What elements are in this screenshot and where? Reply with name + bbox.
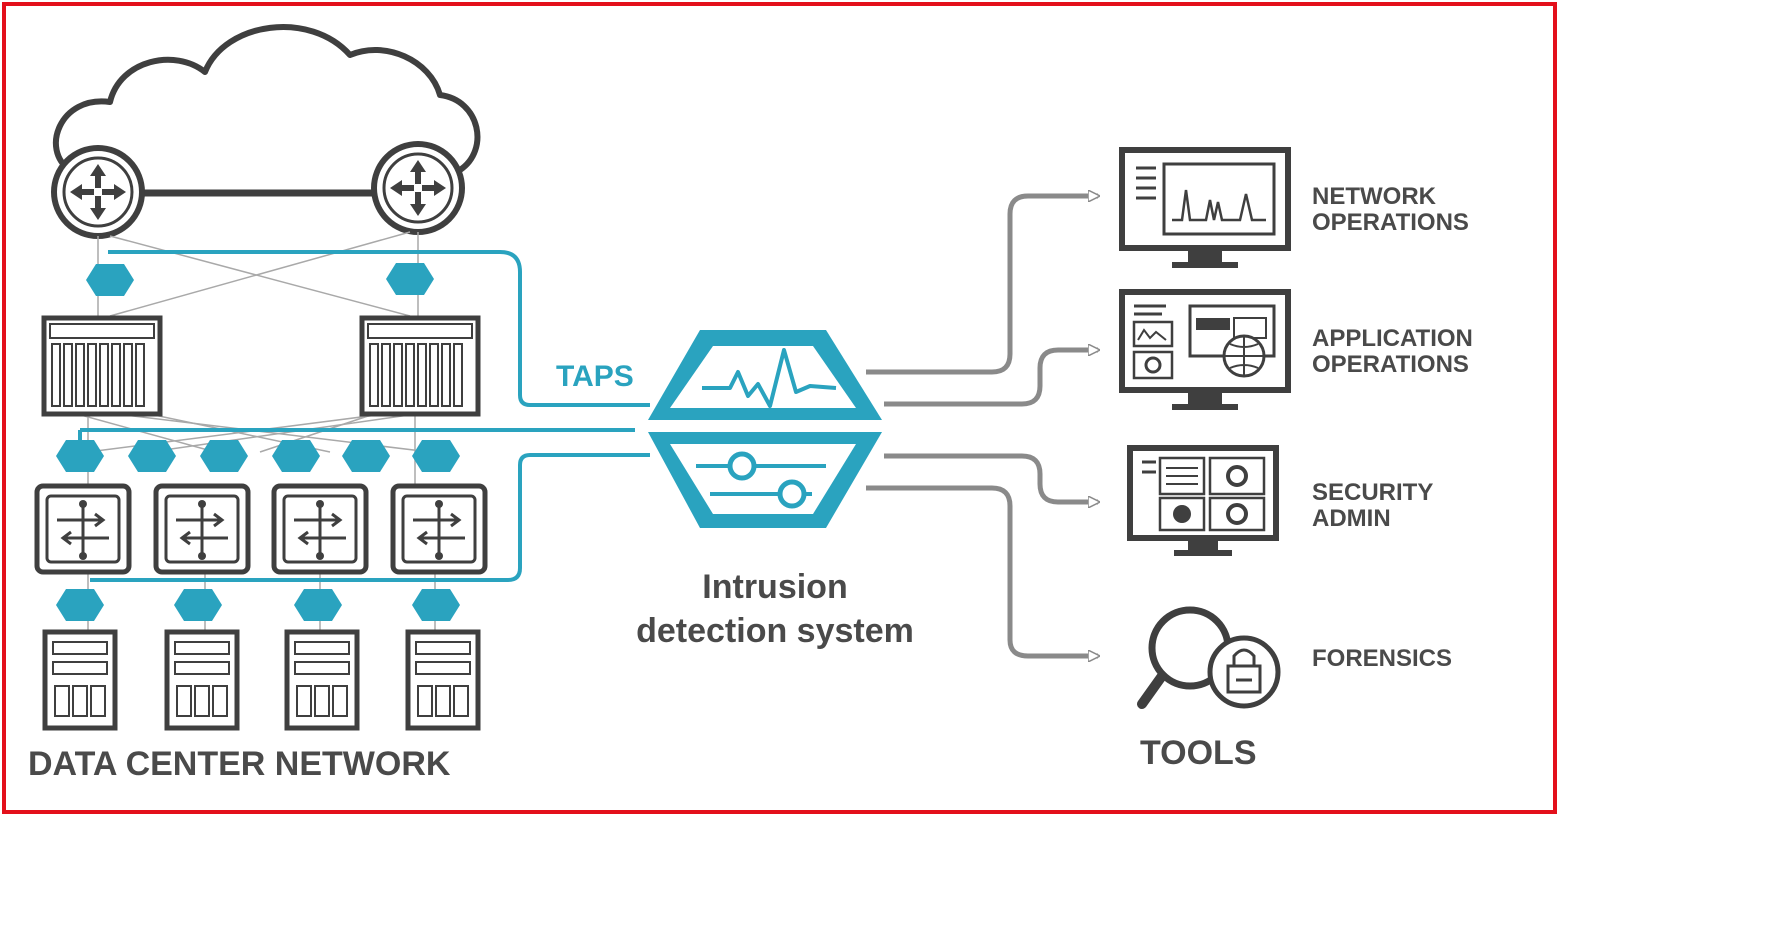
access-switch-icon [156,486,248,572]
core-switch-icon-right [362,318,478,414]
tap-icon [86,264,134,296]
data-center-network: DATA CENTER NETWORK [28,24,650,783]
taps-label: TAPS [556,360,634,393]
router-icon-right [374,144,462,232]
tools-column: NETWORK OPERATIONS APPLICATION OPERATION… [1122,150,1473,772]
outer-frame [2,2,1557,814]
tool-label-line2: OPERATIONS [1312,209,1469,236]
data-center-label: DATA CENTER NETWORK [28,745,451,783]
server-icon [45,632,115,728]
tools-label: TOOLS [1140,734,1257,772]
tool-label-line2: ADMIN [1312,505,1391,532]
tap-icon [128,440,176,472]
access-switch-icon [274,486,366,572]
tap-icon [386,263,434,295]
ids-label-line1: Intrusion [702,568,847,606]
pulse-icon [702,348,837,408]
output-arrows [866,196,1098,656]
tap-icon [174,589,222,621]
tap-icon [56,589,104,621]
cloud-icon [52,24,481,173]
magnifier-lock-icon [1137,606,1281,709]
router-icon-left [54,148,142,236]
access-switch-icon [393,486,485,572]
monitor-chart-icon [1122,150,1288,268]
tap-icon [272,440,320,472]
tap-icon [342,440,390,472]
core-switch-icon-left [44,318,160,414]
server-icon [287,632,357,728]
ids-device: Intrusion detection system [636,330,914,650]
monitor-dashboard-icon [1127,445,1279,556]
sliders-icon [696,451,826,509]
tap-icon [56,440,104,472]
ids-label-line2: detection system [636,612,914,650]
tap-icon [294,589,342,621]
server-icon [167,632,237,728]
tap-icon [412,440,460,472]
monitor-apps-icon [1122,292,1288,410]
tool-label-line1: FORENSICS [1312,645,1452,672]
tap-icon [412,589,460,621]
access-switch-icon [37,486,129,572]
tool-label-line1: APPLICATION [1312,325,1473,352]
tool-label-line1: SECURITY [1312,479,1433,506]
tap-icon [200,440,248,472]
tool-label-line2: OPERATIONS [1312,351,1469,378]
server-icon [408,632,478,728]
tool-label-line1: NETWORK [1312,183,1437,210]
